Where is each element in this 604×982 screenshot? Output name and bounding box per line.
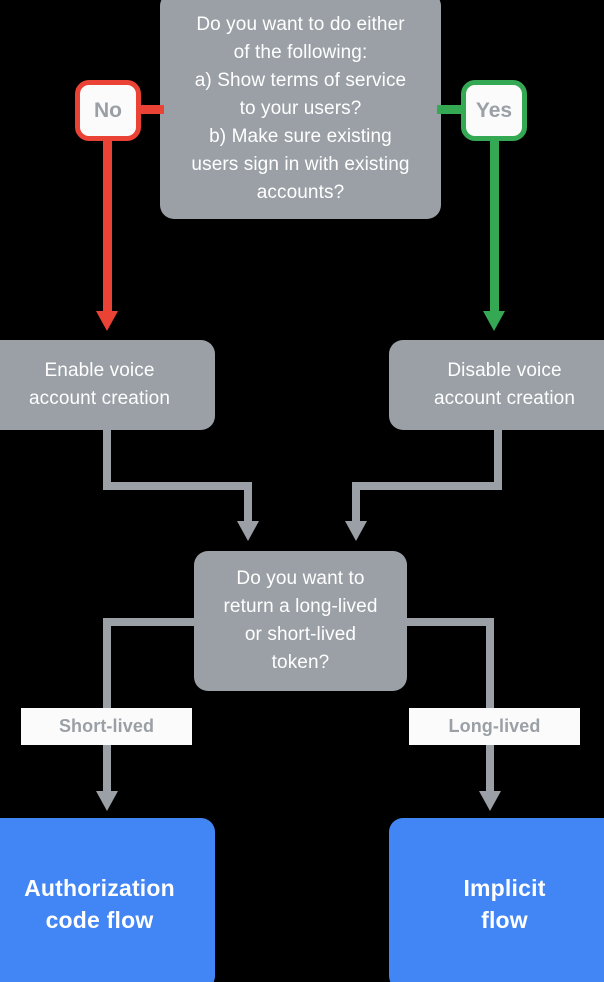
implicit-flow-line-2: flow: [481, 907, 528, 933]
node-authorization-code-flow[interactable]: Authorization code flow: [0, 818, 215, 982]
node-decision-token-lifetime[interactable]: Do you want to return a long-lived or sh…: [194, 551, 407, 691]
decision-top-line-3: a) Show terms of service: [194, 69, 407, 91]
edge-long-lived-arrowhead-icon: [479, 791, 501, 811]
edge-no-arrowhead-icon: [96, 311, 118, 331]
enable-voice-line-2: account creation: [28, 388, 171, 409]
decision-top-line-1: Do you want to do either: [196, 13, 405, 35]
edge-label-long-lived-text: Long-lived: [448, 716, 541, 736]
decision-top-line-4: to your users?: [239, 97, 362, 119]
decision-top-line-2: of the following:: [233, 41, 368, 63]
node-decision-terms-or-existing-users[interactable]: Do you want to do either of the followin…: [160, 0, 441, 219]
decision-top-line-5: b) Make sure existing: [209, 125, 392, 147]
edge-label-no-text: No: [94, 98, 122, 122]
decision-token-line-1: Do you want to: [236, 568, 365, 589]
enable-voice-line-1: Enable voice: [44, 360, 155, 381]
decision-token-text: Do you want to return a long-lived or sh…: [224, 565, 378, 677]
node-disable-voice-account-creation[interactable]: Disable voice account creation: [389, 340, 604, 430]
authorization-code-flow-text: Authorization code flow: [24, 872, 175, 936]
decision-top-line-7: accounts?: [256, 181, 345, 203]
disable-voice-line-2: account creation: [433, 388, 576, 409]
edge-long-lived-horizontal: [400, 618, 494, 626]
edge-label-yes[interactable]: Yes: [461, 80, 527, 141]
edge-enable-to-token-horizontal: [103, 482, 252, 490]
edge-enable-to-token-arrowhead-icon: [237, 521, 259, 541]
edge-enable-to-token-vertical-a: [103, 430, 111, 490]
edge-enable-to-token-vertical-b: [244, 482, 252, 526]
edge-long-lived-vertical: [486, 618, 494, 796]
decision-top-text: Do you want to do either of the followin…: [191, 11, 409, 207]
edge-no-horizontal: [136, 105, 164, 114]
edge-disable-to-token-vertical-a: [494, 430, 502, 490]
edge-short-lived-horizontal: [103, 618, 201, 626]
edge-short-lived-vertical: [103, 618, 111, 796]
edge-yes-arrowhead-icon: [483, 311, 505, 331]
edge-yes-horizontal: [437, 105, 465, 114]
edge-label-no[interactable]: No: [75, 80, 141, 141]
enable-voice-text: Enable voice account creation: [29, 357, 170, 413]
edge-label-yes-text: Yes: [475, 98, 513, 122]
node-implicit-flow[interactable]: Implicit flow: [389, 818, 604, 982]
edge-disable-to-token-arrowhead-icon: [345, 521, 367, 541]
edge-short-lived-arrowhead-icon: [96, 791, 118, 811]
decision-token-line-3: or short-lived: [244, 624, 357, 645]
edge-label-short-lived-text: Short-lived: [58, 716, 155, 736]
edge-disable-to-token-vertical-b: [352, 482, 360, 526]
edge-no-vertical: [103, 136, 112, 313]
auth-code-flow-line-2: code flow: [45, 907, 154, 933]
implicit-flow-line-1: Implicit: [463, 875, 546, 901]
node-enable-voice-account-creation[interactable]: Enable voice account creation: [0, 340, 215, 430]
edge-label-short-lived[interactable]: Short-lived: [21, 708, 192, 745]
auth-code-flow-line-1: Authorization: [24, 875, 175, 901]
decision-token-line-2: return a long-lived: [223, 596, 378, 617]
decision-top-line-6: users sign in with existing: [191, 153, 410, 175]
edge-disable-to-token-horizontal: [352, 482, 502, 490]
edge-yes-vertical: [490, 136, 499, 313]
decision-token-line-4: token?: [271, 652, 330, 673]
implicit-flow-text: Implicit flow: [463, 872, 545, 936]
disable-voice-line-1: Disable voice: [447, 360, 562, 381]
disable-voice-text: Disable voice account creation: [434, 357, 575, 413]
edge-label-long-lived[interactable]: Long-lived: [409, 708, 580, 745]
